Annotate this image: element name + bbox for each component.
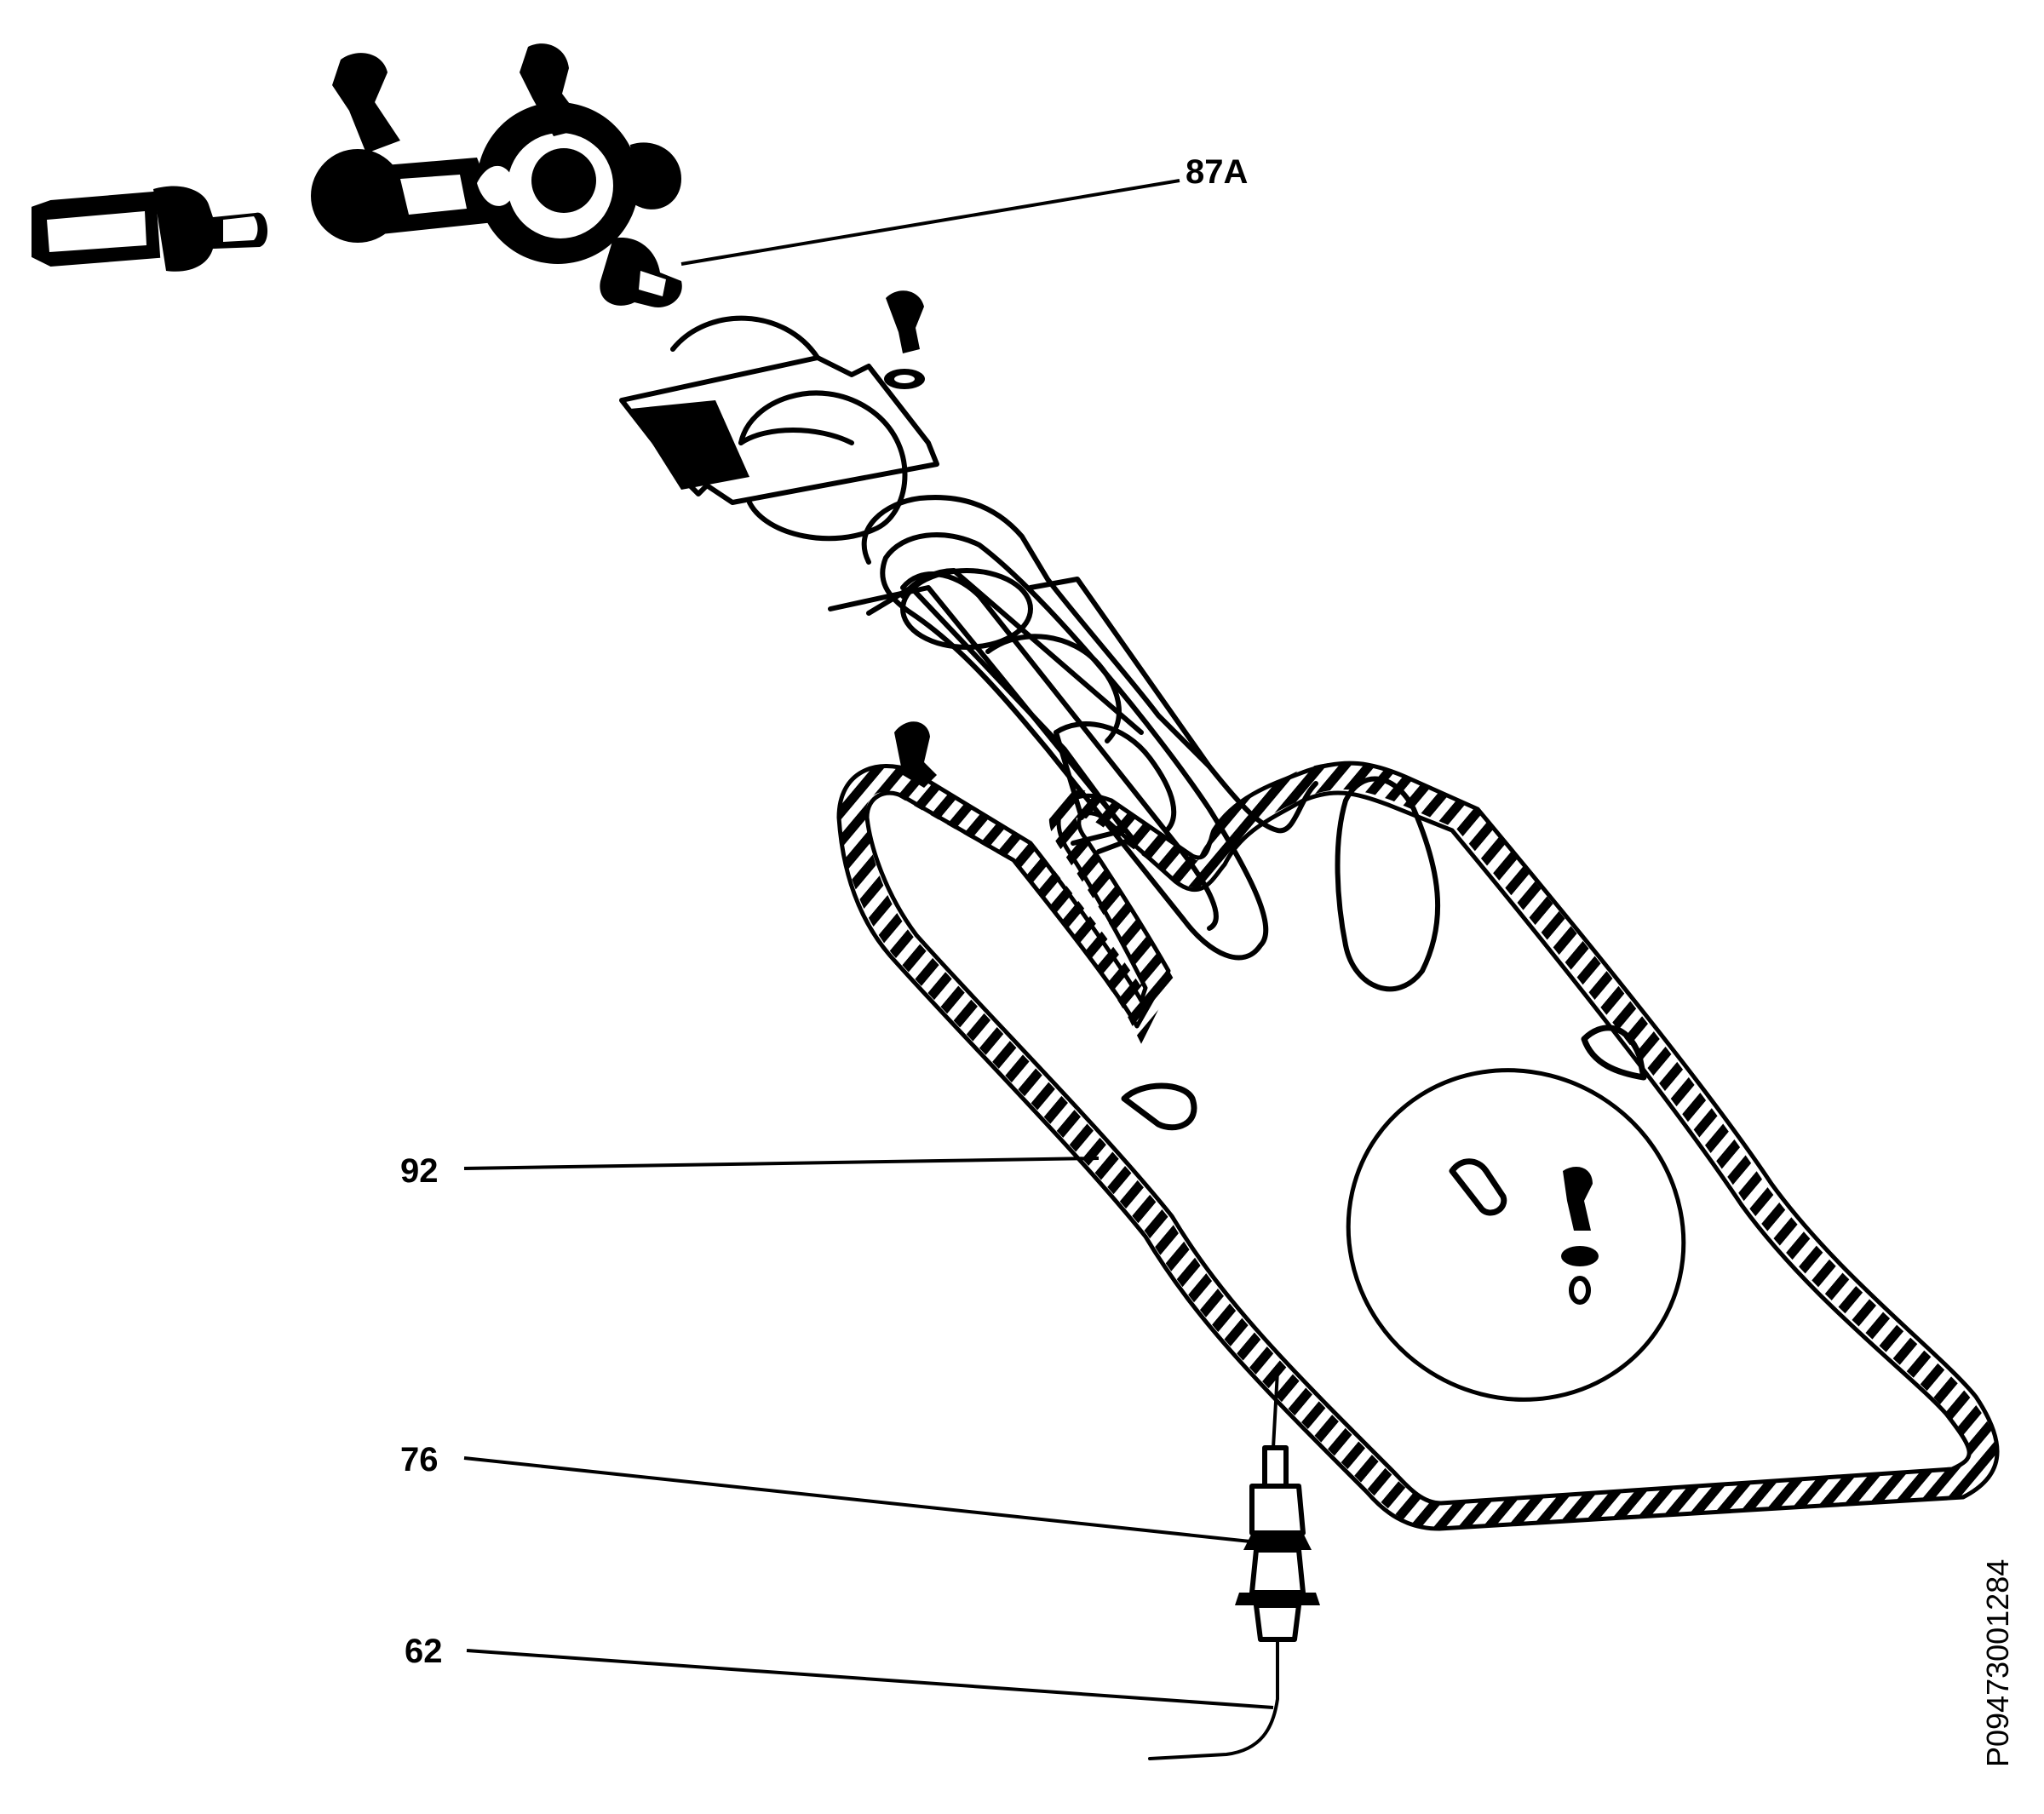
- callout-76: 76: [400, 1441, 439, 1478]
- callout-62: 62: [405, 1633, 443, 1670]
- leader-line-92: [463, 1157, 1100, 1170]
- leader-lines: [463, 179, 1274, 1709]
- valve-body: [311, 43, 682, 307]
- burner-bracket: [619, 290, 939, 542]
- leader-line-62: [466, 1649, 1274, 1709]
- pipe-stub: [32, 186, 268, 272]
- leader-line-87a: [680, 179, 1180, 266]
- callout-92: 92: [400, 1152, 439, 1190]
- reference-code: P09473001284: [1980, 1559, 2015, 1767]
- gas-valve-part: [32, 43, 682, 307]
- thermocouple-part: [1148, 1369, 1320, 1760]
- oven-burner-part: [828, 495, 2000, 1531]
- callout-87a: 87A: [1186, 153, 1248, 191]
- leader-line-76: [463, 1456, 1251, 1543]
